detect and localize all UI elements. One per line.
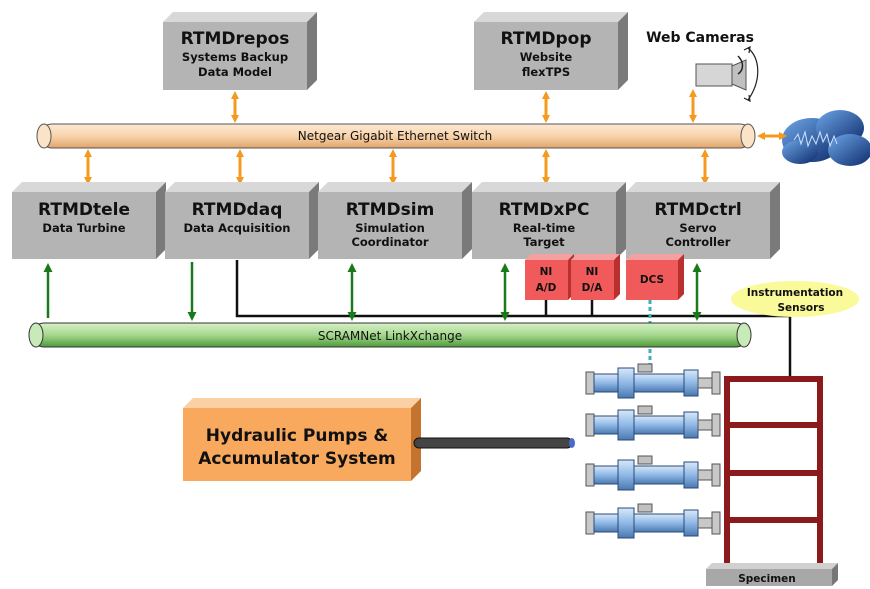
server-title: RTMDpop (501, 29, 592, 49)
server-rtmdctrl: RTMDctrl Servo Controller (626, 182, 780, 259)
actuator (585, 363, 721, 399)
server-title: RTMDtele (38, 200, 130, 220)
server-title: RTMDctrl (654, 200, 741, 220)
sensors-line: Instrumentation (747, 287, 843, 299)
server-rtmddaq: RTMDdaq Data Acquisition (165, 182, 319, 259)
io-card-ni-ad: NI A/D (525, 254, 574, 300)
hydraulics-line: Accumulator System (198, 449, 395, 469)
server-line: flexTPS (522, 65, 570, 79)
io-card-line: NI (540, 266, 553, 278)
scramnet-label: SCRAMNet LinkXchange (318, 329, 462, 343)
ethernet-switch-bus: Netgear Gigabit Ethernet Switch (36, 123, 756, 149)
io-card-line: DCS (640, 274, 664, 286)
sensors-line: Sensors (777, 302, 824, 314)
hose-end (569, 438, 575, 448)
server-rtmdxpc: RTMDxPC Real-time Target (472, 182, 626, 259)
hydraulic-hose (413, 437, 573, 449)
server-rtmdrepos: RTMDrepos Systems Backup Data Model (163, 12, 317, 90)
specimen-base: Specimen (706, 563, 838, 586)
actuator (585, 503, 721, 539)
server-rtmdsim: RTMDsim Simulation Coordinator (318, 182, 472, 259)
server-line: Coordinator (351, 235, 428, 249)
server-line: Simulation (355, 221, 425, 235)
server-line: Servo (679, 221, 716, 235)
actuator (585, 455, 721, 491)
instrumentation-sensors: Instrumentation Sensors (731, 281, 859, 317)
server-line: Website (520, 50, 573, 64)
web-camera-icon (695, 45, 759, 103)
server-line: Target (523, 235, 565, 249)
signal-wires (235, 260, 792, 378)
server-line: Data Turbine (42, 221, 125, 235)
server-title: RTMDdaq (192, 200, 283, 220)
io-card-dcs: DCS (626, 254, 684, 300)
web-cameras-label: Web Cameras (646, 30, 754, 46)
specimen-frame (724, 376, 823, 566)
server-rtmdtele: RTMDtele Data Turbine (12, 182, 166, 259)
scramnet-links (43, 262, 702, 321)
actuator (585, 405, 721, 441)
io-card-ni-da: NI D/A (571, 254, 620, 300)
server-line: Real-time (513, 221, 576, 235)
server-line: Data Acquisition (184, 221, 291, 235)
server-title: RTMDrepos (181, 29, 290, 49)
server-title: RTMDxPC (499, 200, 590, 220)
server-line: Controller (666, 235, 731, 249)
io-card-line: D/A (582, 282, 604, 294)
io-card-line: NI (586, 266, 599, 278)
server-line: Data Model (198, 65, 272, 79)
scramnet-bus: SCRAMNet LinkXchange (28, 322, 752, 348)
ethernet-switch-label: Netgear Gigabit Ethernet Switch (298, 129, 492, 143)
io-card-line: A/D (536, 282, 557, 294)
wire (235, 260, 790, 318)
server-rtmdpop: RTMDpop Website flexTPS (474, 12, 628, 90)
internet-cloud-icon (782, 110, 870, 166)
ethernet-links (84, 89, 787, 185)
server-title: RTMDsim (346, 200, 435, 220)
hydraulics-line: Hydraulic Pumps & (206, 426, 389, 446)
server-line: Systems Backup (182, 50, 288, 64)
specimen-label: Specimen (738, 573, 796, 585)
hydraulic-pumps: Hydraulic Pumps & Accumulator System (183, 398, 421, 481)
